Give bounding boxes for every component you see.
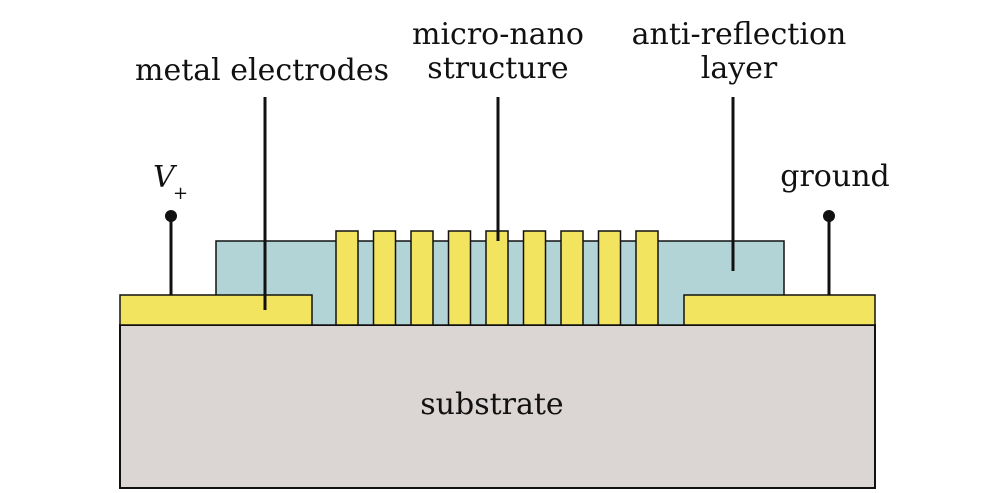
micro-nano-grating	[335, 230, 659, 326]
v-plus-label: V	[153, 160, 178, 195]
micro-nano-label-line2: structure	[427, 51, 568, 86]
anti-reflection-label-line2: layer	[701, 51, 778, 86]
grating-bar	[410, 230, 434, 326]
grating-bar	[372, 230, 397, 326]
substrate-label: substrate	[420, 387, 563, 422]
v-plus-subscript: +	[173, 183, 188, 204]
metal-electrodes-label: metal electrodes	[135, 53, 389, 88]
ground-label: ground	[780, 159, 889, 194]
left-metal-electrode	[119, 294, 313, 326]
micro-nano-label-line1: micro-nano	[412, 17, 584, 52]
right-metal-electrode	[683, 294, 876, 326]
grating-bar	[635, 230, 659, 326]
grating-bar	[447, 230, 472, 326]
grating-bar	[560, 230, 584, 326]
anti-reflection-label-line1: anti-reflection	[632, 17, 847, 52]
v-plus-terminal-dot	[165, 210, 177, 222]
grating-bar	[522, 230, 547, 326]
grating-bar	[485, 230, 509, 326]
grating-bar	[335, 230, 359, 326]
substrate-layer	[119, 324, 876, 489]
ground-terminal-dot	[823, 210, 835, 222]
grating-bar	[597, 230, 622, 326]
